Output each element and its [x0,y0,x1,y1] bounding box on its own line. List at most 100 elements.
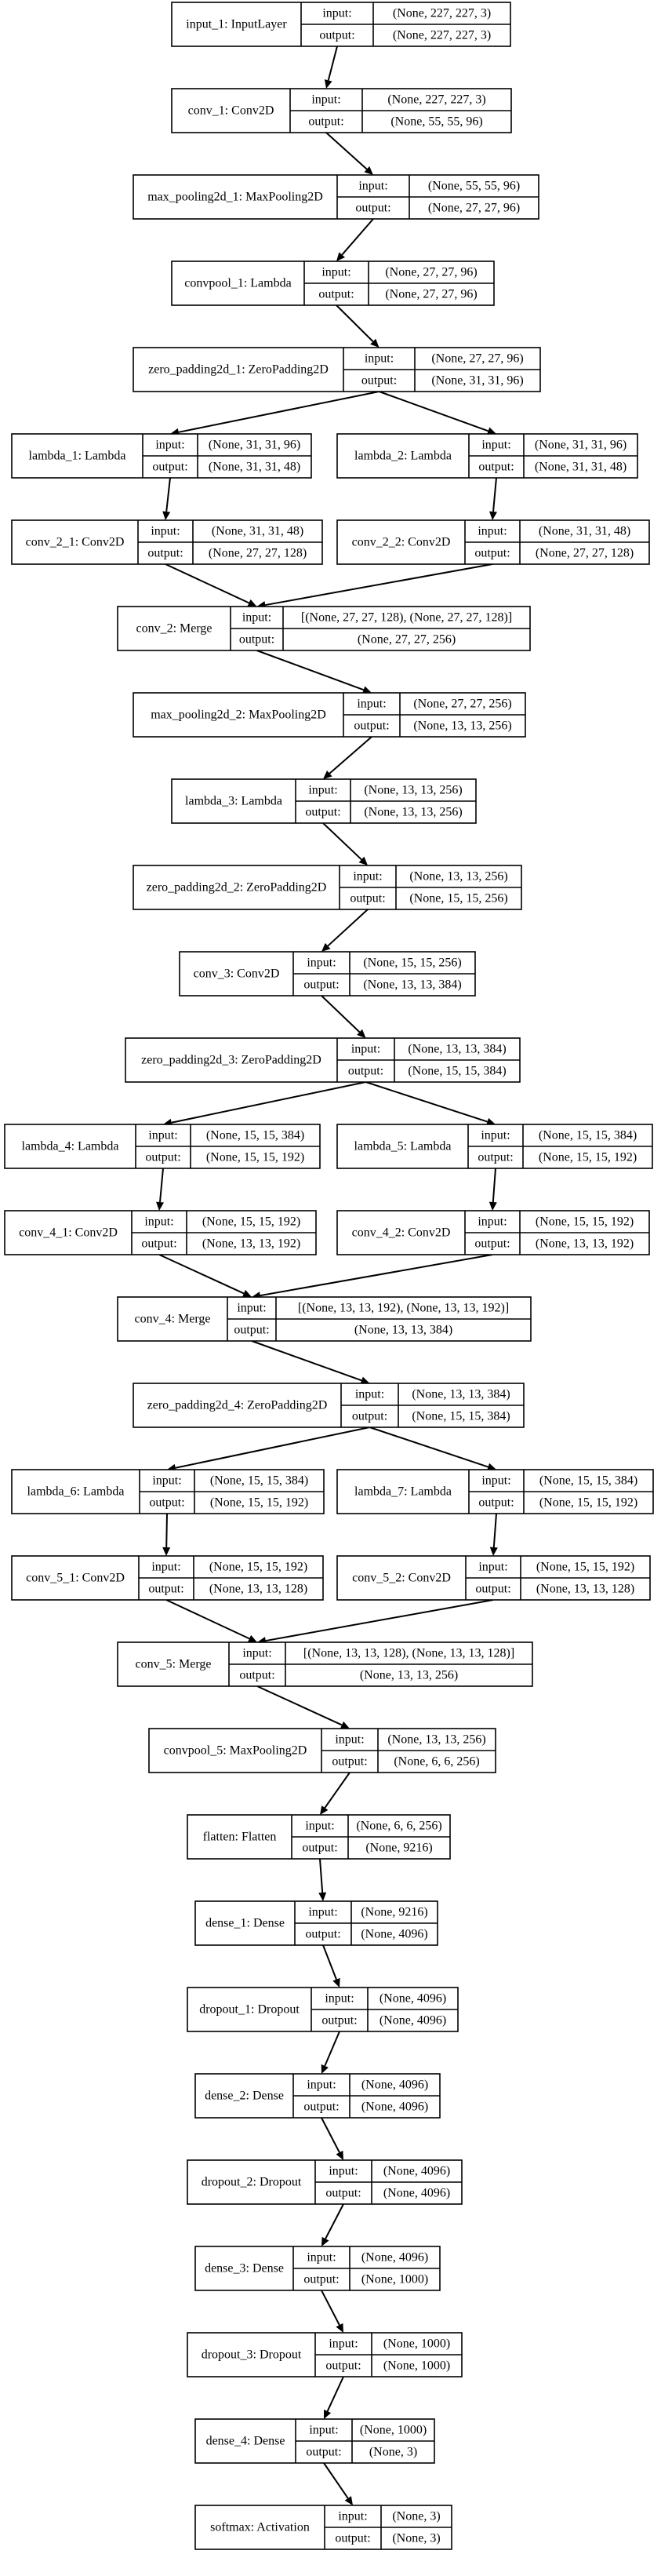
input-shape: (None, 15, 15, 192) [209,1561,307,1574]
edge-line [321,995,361,1033]
layer-name: dense_1: Dense [205,1917,285,1930]
output-label: output: [305,1928,340,1941]
input-shape: (None, 13, 13, 256) [409,870,507,884]
output-shape: (None, 13, 13, 128) [209,1583,307,1596]
edge-line [165,563,249,604]
layer-node: max_pooling2d_1: MaxPooling2Dinput:outpu… [133,174,539,220]
layer-name: conv_4_2: Conv2D [352,1226,451,1240]
input-label: input: [357,698,386,711]
input-label: input: [242,1647,271,1660]
arrowhead-icon [488,1201,497,1211]
arrowhead-icon [361,686,372,694]
layer-name: convpool_1: Lambda [184,277,291,290]
arrowhead-icon [370,338,380,348]
output-label: output: [478,461,514,474]
edge-line [165,1599,250,1640]
output-label: output: [335,2532,370,2545]
arrowhead-icon [247,599,257,607]
input-shape: (None, 27, 27, 96) [385,266,477,279]
output-label: output: [474,1237,510,1251]
input-shape: (None, 13, 13, 384) [408,1043,506,1056]
layer-name: zero_padding2d_2: ZeroPadding2D [147,881,327,894]
edge-line [256,1685,343,1726]
arrowhead-icon [360,1376,370,1384]
output-label: output: [303,978,339,992]
output-shape: (None, 27, 27, 96) [428,202,520,215]
layer-name: conv_5_1: Conv2D [26,1572,125,1585]
input-label: input: [307,2079,336,2092]
edge-line [260,1254,493,1297]
layer-name: lambda_3: Lambda [185,795,282,808]
layer-name: input_1: InputLayer [186,18,287,31]
output-label: output: [352,1410,387,1423]
layer-name: lambda_2: Lambda [354,450,452,463]
output-label: output: [478,1151,513,1164]
output-label: output: [348,1065,383,1078]
input-shape: (None, 1000) [360,2424,427,2437]
edge-line [265,563,493,607]
arrowhead-icon [320,1805,329,1815]
arrowhead-icon [486,1463,496,1471]
output-shape: (None, 13, 13, 128) [536,1583,634,1596]
edge-line [324,2031,340,2067]
layer-name: dense_2: Dense [205,2090,284,2103]
edge-line [159,1168,164,1203]
input-label: input: [365,352,394,366]
output-label: output: [306,2446,341,2459]
arrowhead-icon [162,1547,171,1556]
input-shape: (None, 15, 15, 256) [363,956,461,970]
layer-node: max_pooling2d_2: MaxPooling2Dinput:outpu… [133,692,526,738]
edge-line [369,1426,488,1468]
input-shape: (None, 4096) [383,2165,450,2178]
input-shape: [(None, 13, 13, 128), (None, 13, 13, 128… [303,1647,514,1660]
layer-name: dropout_3: Dropout [202,2348,302,2362]
output-shape: (None, 15, 15, 256) [409,892,507,905]
input-label: input: [305,1820,334,1833]
layer-name: conv_4_1: Conv2D [19,1226,118,1240]
input-label: input: [242,611,271,625]
input-label: input: [309,2424,338,2437]
output-label: output: [239,633,274,647]
output-label: output: [305,806,340,819]
edge-line [492,477,497,512]
edge-line [158,1254,245,1295]
output-shape: (None, 13, 13, 256) [360,1669,458,1682]
arrowhead-icon [358,856,368,865]
input-shape: (None, 27, 27, 96) [431,352,523,366]
input-shape: (None, 27, 27, 256) [413,698,511,711]
edge-line [379,391,488,432]
output-shape: (None, 27, 27, 256) [358,633,456,647]
input-label: input: [329,2165,358,2178]
layer-name: lambda_1: Lambda [29,450,126,463]
output-shape: (None, 15, 15, 192) [206,1151,304,1164]
input-label: input: [151,1561,180,1574]
input-label: input: [481,1129,510,1142]
layer-name: conv_2: Merge [136,622,212,636]
output-shape: (None, 31, 31, 48) [209,461,300,474]
edge-line [336,304,374,342]
edge-line [322,822,362,861]
output-shape: (None, 13, 13, 192) [202,1237,300,1251]
output-shape: (None, 227, 227, 3) [393,29,491,42]
output-shape: (None, 1000) [361,2273,428,2286]
output-label: output: [325,2187,361,2200]
input-label: input: [155,439,184,452]
edge-line [319,1858,324,1893]
edge-line [341,218,374,256]
layer-name: conv_1: Conv2D [188,104,274,118]
arrowhead-icon [340,1721,350,1729]
input-label: input: [308,784,337,797]
